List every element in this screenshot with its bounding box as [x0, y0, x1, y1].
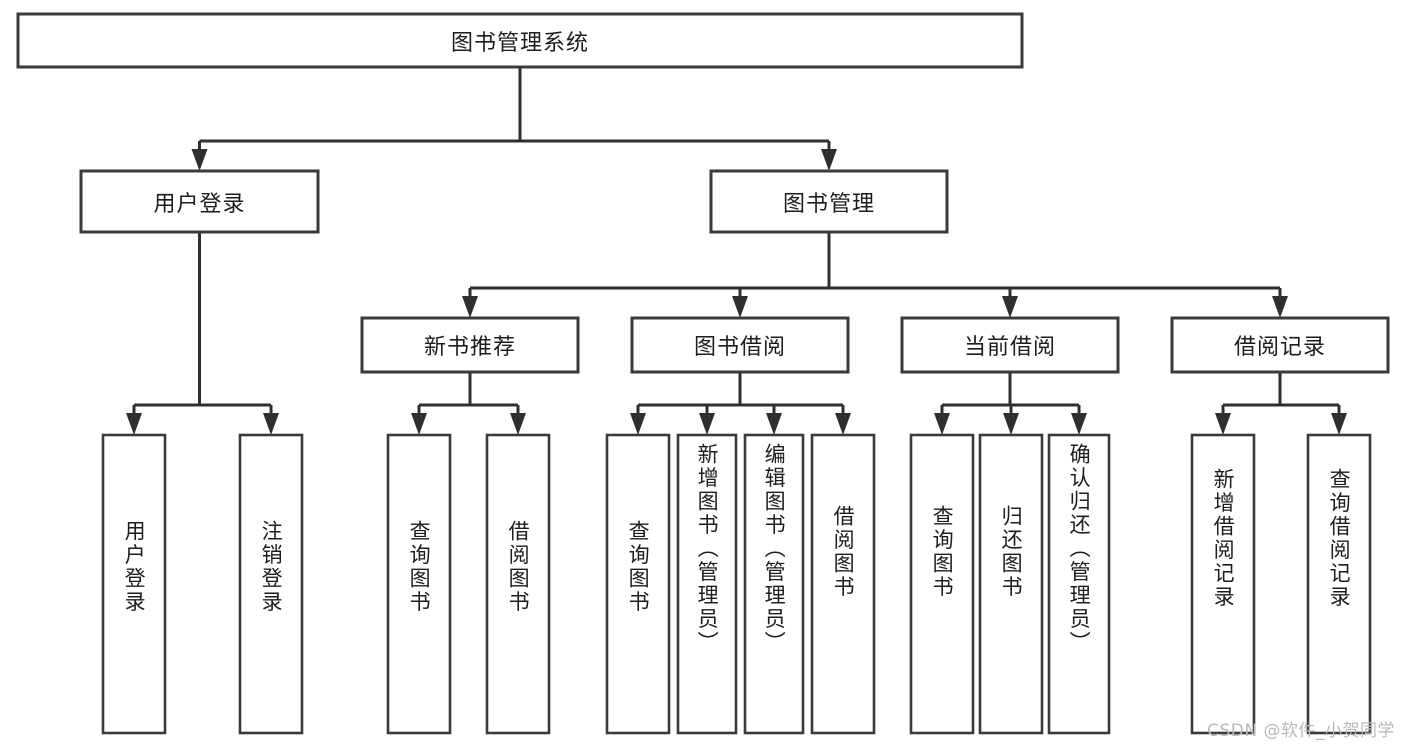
arrow-head-icon [191, 149, 208, 171]
node-box-leaf-query-book-rec[interactable] [386, 433, 452, 735]
arrow-head-icon [821, 149, 837, 171]
node-box-leaf-borrow-book[interactable] [810, 433, 876, 735]
arrow-head-icon [1071, 413, 1087, 435]
node-box-borrow-record[interactable] [1170, 316, 1390, 374]
arrow-head-icon [510, 413, 526, 435]
arrow-head-icon [1002, 296, 1018, 318]
watermark-text: CSDN @软件_小贺同学 [1207, 721, 1395, 741]
node-box-leaf-query-borrow-record[interactable] [1306, 433, 1372, 735]
node-box-leaf-query-book-current[interactable] [909, 433, 975, 735]
arrow-head-icon [126, 413, 142, 435]
node-box-leaf-return-book[interactable] [978, 433, 1044, 735]
arrow-head-icon [462, 296, 478, 318]
node-box-leaf-edit-book-admin[interactable] [743, 433, 805, 735]
node-box-leaf-user-login[interactable] [101, 433, 167, 735]
arrow-head-icon [732, 296, 748, 318]
arrow-head-icon [1215, 413, 1231, 435]
arrow-head-icon [1272, 296, 1288, 318]
arrow-head-icon [1003, 413, 1019, 435]
node-box-book-manage[interactable] [709, 169, 949, 234]
connector-layer [126, 67, 1347, 435]
node-box-new-book-recommend[interactable] [360, 316, 580, 374]
arrow-head-icon [699, 413, 715, 435]
node-box-leaf-add-book-admin[interactable] [676, 433, 738, 735]
node-box-book-borrow[interactable] [630, 316, 850, 374]
node-box-current-borrow[interactable] [900, 316, 1120, 374]
node-box-user-login[interactable] [79, 169, 320, 234]
arrow-head-icon [766, 413, 782, 435]
arrow-head-icon [835, 413, 851, 435]
node-box-layer [16, 12, 1390, 735]
arrow-head-icon [263, 413, 279, 435]
arrow-head-icon [411, 413, 427, 435]
arrow-head-icon [934, 413, 950, 435]
node-box-leaf-add-borrow-record[interactable] [1190, 433, 1256, 735]
node-box-root[interactable] [16, 12, 1024, 69]
arrow-head-icon [1331, 413, 1347, 435]
node-box-leaf-query-book-borrow[interactable] [605, 433, 671, 735]
node-box-leaf-confirm-return-admin[interactable] [1047, 433, 1111, 735]
node-box-leaf-borrow-book-rec[interactable] [485, 433, 551, 735]
node-box-leaf-logout[interactable] [238, 433, 304, 735]
arrow-head-icon [630, 413, 646, 435]
